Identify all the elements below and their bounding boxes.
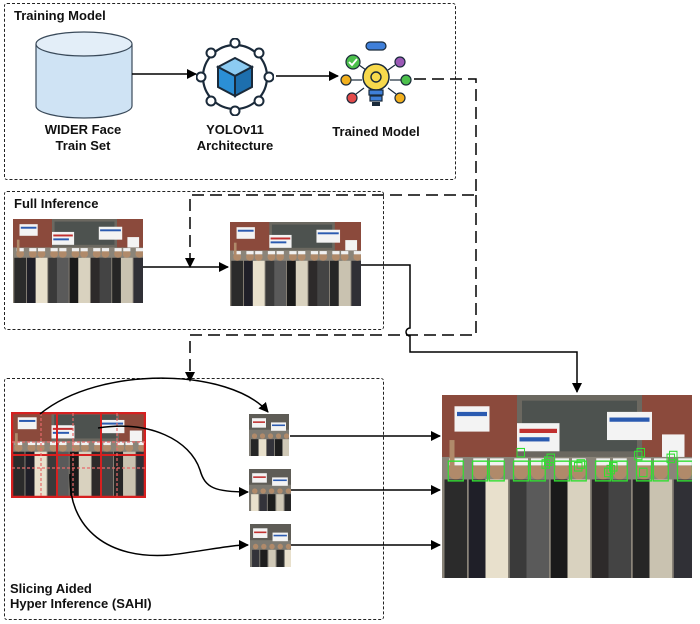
full-inference-title: Full Inference	[14, 196, 99, 211]
sahi-title-line2: Hyper Inference (SAHI)	[10, 595, 152, 611]
sahi-title-line1: Slicing Aided	[10, 581, 92, 596]
architecture-label: YOLOv11 Architecture	[175, 122, 295, 153]
arrow-detected-to-final	[361, 264, 582, 393]
arrowhead-full-inference-down	[185, 258, 195, 268]
dataset-label: WIDER Face Train Set	[18, 122, 148, 153]
slice-image	[249, 414, 289, 456]
sahi-title: Slicing Aided Hyper Inference (SAHI)	[10, 581, 152, 612]
dataset-label-line1: WIDER Face	[44, 122, 122, 137]
lightbulb-gears-icon	[338, 40, 414, 116]
final-output-photo	[442, 395, 692, 578]
slice-photo-1	[249, 414, 289, 456]
trained-model-label: Trained Model	[318, 124, 434, 140]
arrowhead-sahi-down	[185, 372, 195, 382]
crowd-image	[230, 222, 361, 306]
slice-curve-arrows	[39, 377, 269, 557]
training-model-panel	[4, 3, 456, 180]
dashed-model-deployment-lines	[189, 78, 477, 372]
network-cube-icon	[195, 37, 275, 117]
crowd-image	[442, 395, 692, 578]
slice-photo-2	[249, 469, 291, 511]
architecture-label-line1: YOLOv11	[206, 122, 264, 137]
slice-image	[249, 469, 291, 511]
crowd-image	[13, 219, 143, 303]
slice-image	[250, 524, 291, 567]
slicing-grid	[10, 411, 147, 499]
database-cylinder-icon	[34, 30, 134, 120]
dataset-label-line2: Train Set	[55, 137, 111, 153]
full-inference-panel	[4, 191, 384, 330]
detected-photo-full	[230, 222, 361, 306]
input-photo-full	[13, 219, 143, 303]
trained-model-label-line1: Trained Model	[332, 124, 420, 139]
architecture-label-line2: Architecture	[196, 137, 274, 153]
sahi-panel	[4, 378, 384, 620]
slice-photo-3	[250, 524, 291, 567]
training-model-title: Training Model	[14, 8, 106, 23]
